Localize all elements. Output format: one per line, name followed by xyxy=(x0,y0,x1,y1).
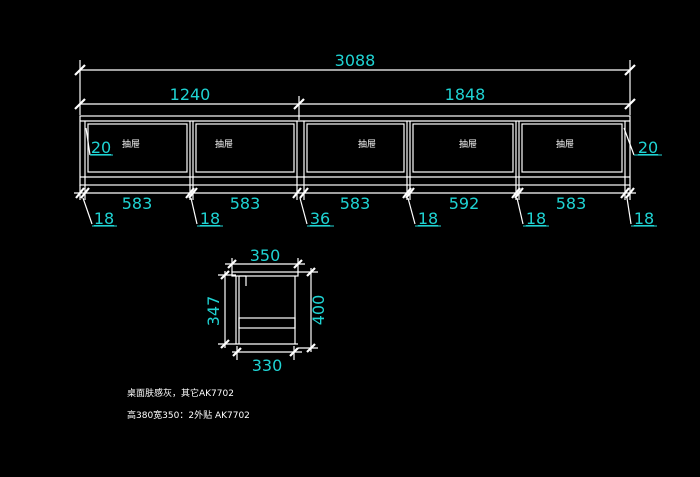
board-thickness-label: 18 xyxy=(526,209,546,228)
drawer-label: 抽屉 xyxy=(358,138,376,150)
section-left-height-label: 347 xyxy=(204,296,223,327)
drawer-labels: 抽屉 抽屉 抽屉 抽屉 抽屉 xyxy=(122,138,574,150)
right-section-label: 1848 xyxy=(445,85,486,104)
cross-section-view xyxy=(218,258,318,360)
bay-width-label: 583 xyxy=(230,194,261,213)
bottom-dimension-chain xyxy=(74,185,657,227)
side-thickness-callouts: 20 20 xyxy=(85,127,662,157)
overall-dimension: 3088 xyxy=(74,51,636,115)
drawer-label: 抽屉 xyxy=(215,138,233,150)
bay-width-labels: 583 583 583 592 583 xyxy=(122,194,587,213)
left-section-label: 1240 xyxy=(170,85,211,104)
board-thickness-label: 18 xyxy=(94,209,114,228)
cabinet-front-view xyxy=(79,115,631,186)
drawer-label: 抽屉 xyxy=(122,138,140,150)
note-line: 高380宽350：2外贴 AK7702 xyxy=(127,409,250,421)
bay-width-label: 583 xyxy=(122,194,153,213)
section-top-width-label: 350 xyxy=(250,246,281,265)
side-right-label: 20 xyxy=(638,138,658,157)
section-bottom-width-label: 330 xyxy=(252,356,283,375)
drawing-notes: 桌面肤感灰，其它AK7702 高380宽350：2外贴 AK7702 xyxy=(127,387,250,421)
drawer-label: 抽屉 xyxy=(556,138,574,150)
note-line: 桌面肤感灰，其它AK7702 xyxy=(127,387,234,399)
bay-width-label: 583 xyxy=(340,194,371,213)
board-thickness-label: 18 xyxy=(634,209,654,228)
bay-width-label: 583 xyxy=(556,194,587,213)
section-dimension-labels: 350 330 347 400 xyxy=(204,246,328,375)
board-thickness-labels: 18 18 36 18 18 18 xyxy=(94,209,654,228)
section-dimensions: 1240 1848 xyxy=(74,85,636,120)
board-thickness-label: 18 xyxy=(200,209,220,228)
overall-width-label: 3088 xyxy=(335,51,376,70)
side-left-label: 20 xyxy=(91,138,111,157)
drawer-label: 抽屉 xyxy=(459,138,477,150)
board-thickness-label: 36 xyxy=(310,209,330,228)
section-right-height-label: 400 xyxy=(309,295,328,326)
bay-width-label: 592 xyxy=(449,194,480,213)
board-thickness-label: 18 xyxy=(418,209,438,228)
